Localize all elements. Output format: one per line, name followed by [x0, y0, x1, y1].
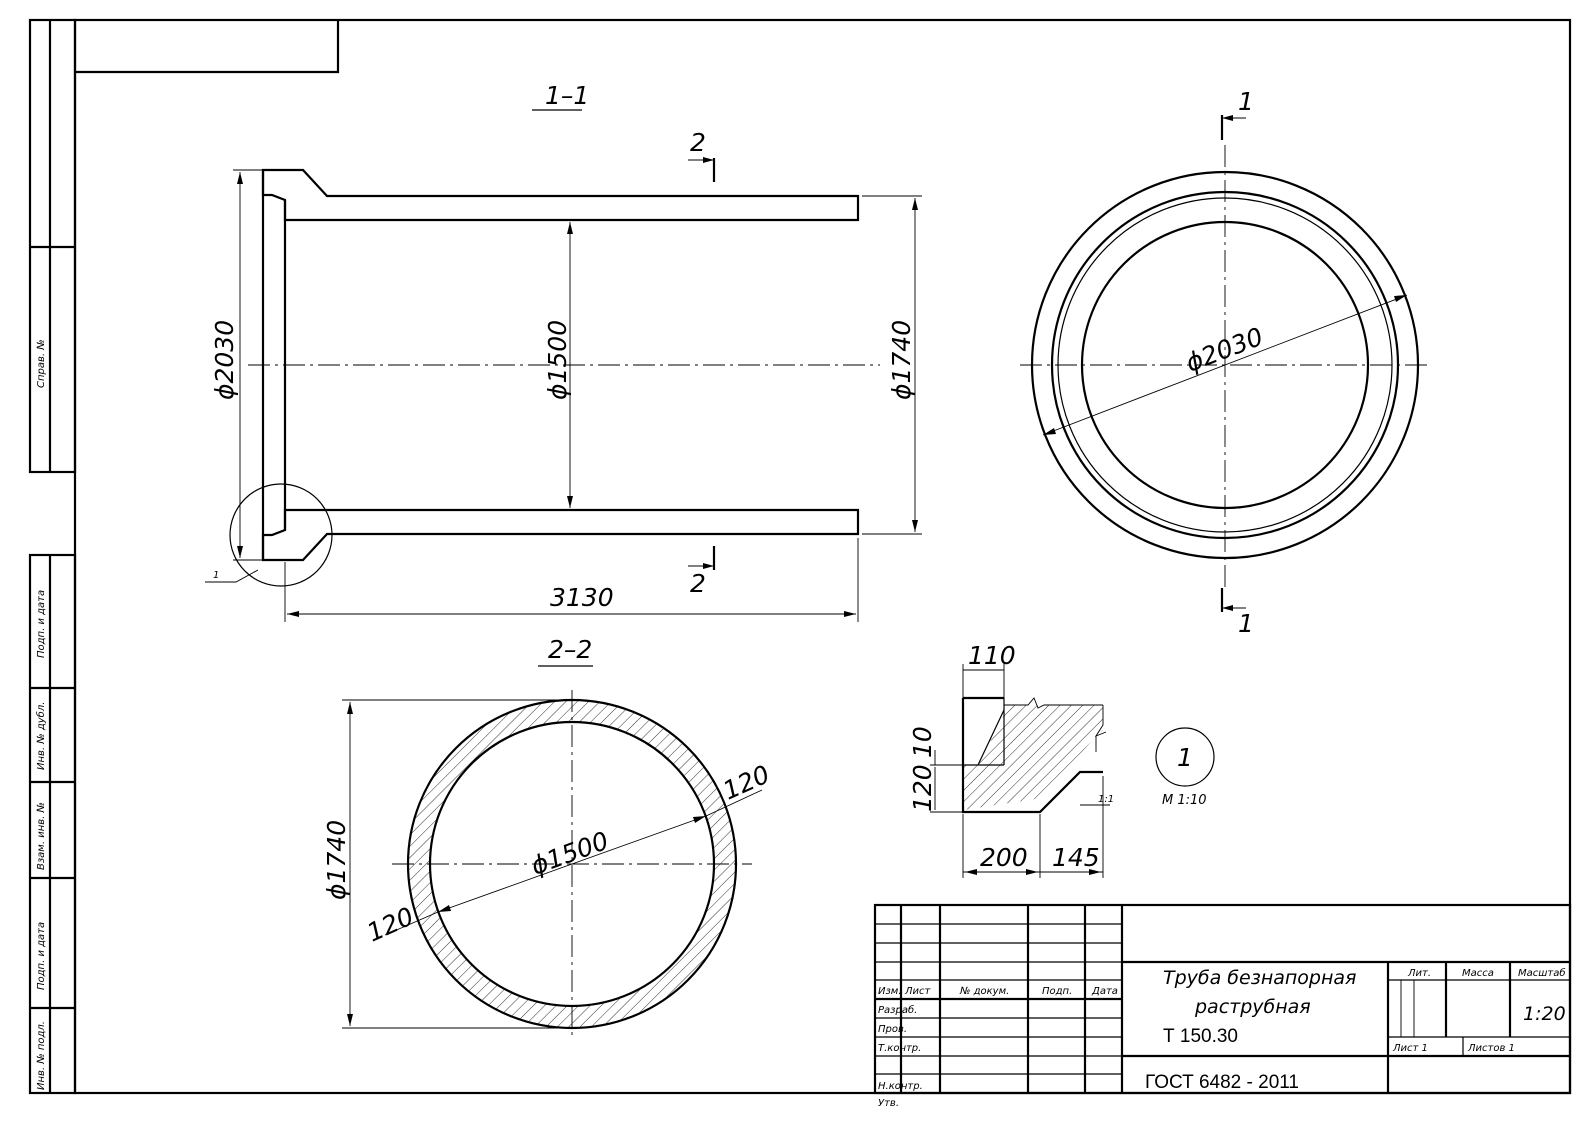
tb-sheets-label: Листов 1: [1467, 1043, 1515, 1054]
tb-header-list: Лист: [904, 986, 932, 997]
section-2-2-label: 2–2: [548, 635, 592, 664]
section-2-mark-top: 2: [690, 128, 706, 157]
section-1-1-label: 1–1: [545, 81, 589, 110]
dim-d1500-sec: ϕ1500: [527, 826, 612, 881]
tb-code: Т 150.30: [1163, 1026, 1238, 1047]
tb-row-nkontr: Н.контр.: [878, 1081, 923, 1092]
margin-label-inv-dubl: Инв. № дубл.: [35, 702, 47, 770]
dim-length: 3130: [550, 583, 614, 612]
dim-wall-a: 120: [719, 760, 774, 806]
tb-name-line2: раструбная: [1194, 996, 1311, 1018]
tb-mass-label: Масса: [1462, 968, 1494, 979]
detail-badge-label: 1: [1177, 743, 1193, 772]
dim-d1740-side: ϕ1740: [887, 320, 916, 400]
tb-header-doc: № докум.: [959, 986, 1009, 997]
tb-scale-value: 1:20: [1523, 1003, 1566, 1025]
margin-label-vzam: Взам. инв. №: [36, 802, 47, 870]
dim-wall-b: 120: [363, 902, 418, 948]
margin-labels: Справ. № Подп. и дата Инв. № дубл. Взам.…: [35, 339, 47, 1090]
title-block: Изм. Лист № докум. Подп. Дата Разраб. Пр…: [873, 903, 1572, 1109]
section-2-2-view: 2–2 ϕ1740 ϕ1500 120 120: [322, 635, 774, 1040]
tb-row-razrab: Разраб.: [878, 1004, 917, 1016]
tb-header-data: Дата: [1091, 986, 1118, 997]
tb-row-tkontr: Т.контр.: [878, 1043, 921, 1054]
sheet-frame: [28, 18, 1572, 1095]
margin-label-podp-2: Подп. и дата: [36, 922, 47, 990]
dim-detail-120: 120: [908, 764, 937, 812]
tb-row-utv: Утв.: [878, 1098, 899, 1109]
dim-detail-200: 200: [980, 843, 1028, 872]
tb-sheet-label: Лист 1: [1392, 1043, 1428, 1054]
tb-lit-label: Лит.: [1407, 968, 1431, 979]
detail-1-view: 110 10 120 200 145 1:1 1 М 1:10: [908, 641, 1215, 878]
front-view: ϕ2030 1 1: [1020, 87, 1432, 638]
detail-scale: М 1:10: [1162, 793, 1207, 808]
tb-header-podp: Подп.: [1042, 986, 1072, 997]
margin-label-inv-podl: Инв. № подл.: [36, 1021, 47, 1090]
tb-scale-label: Масштаб: [1518, 967, 1566, 979]
dim-detail-110: 110: [968, 641, 1016, 670]
section-1-1-view: 1–1 1 ϕ2030 ϕ1500 ϕ1740: [205, 81, 922, 622]
detail-leader-label: 1: [213, 570, 219, 581]
section-2-mark-bottom: 2: [690, 569, 706, 598]
margin-label-podp-1: Подп. и дата: [36, 590, 47, 658]
dim-d1500-side: ϕ1500: [543, 320, 572, 400]
section-1-mark-bottom: 1: [1238, 609, 1254, 638]
section-1-mark-top: 1: [1238, 87, 1254, 116]
dim-detail-slope: 1:1: [1098, 794, 1114, 805]
tb-row-prov: Пров.: [878, 1024, 907, 1035]
dim-d2030-side: ϕ2030: [210, 320, 239, 400]
dim-detail-10: 10: [908, 726, 937, 758]
dim-d1740-sec: ϕ1740: [322, 820, 351, 900]
dim-d2030-front: ϕ2030: [1182, 322, 1267, 378]
tb-name-line1: Труба безнапорная: [1163, 967, 1357, 989]
dim-detail-145: 145: [1052, 843, 1100, 872]
tb-standard: ГОСТ 6482 - 2011: [1145, 1072, 1299, 1093]
tb-header-izm: Изм.: [878, 986, 902, 997]
margin-label-sprav: Справ. №: [36, 339, 47, 388]
